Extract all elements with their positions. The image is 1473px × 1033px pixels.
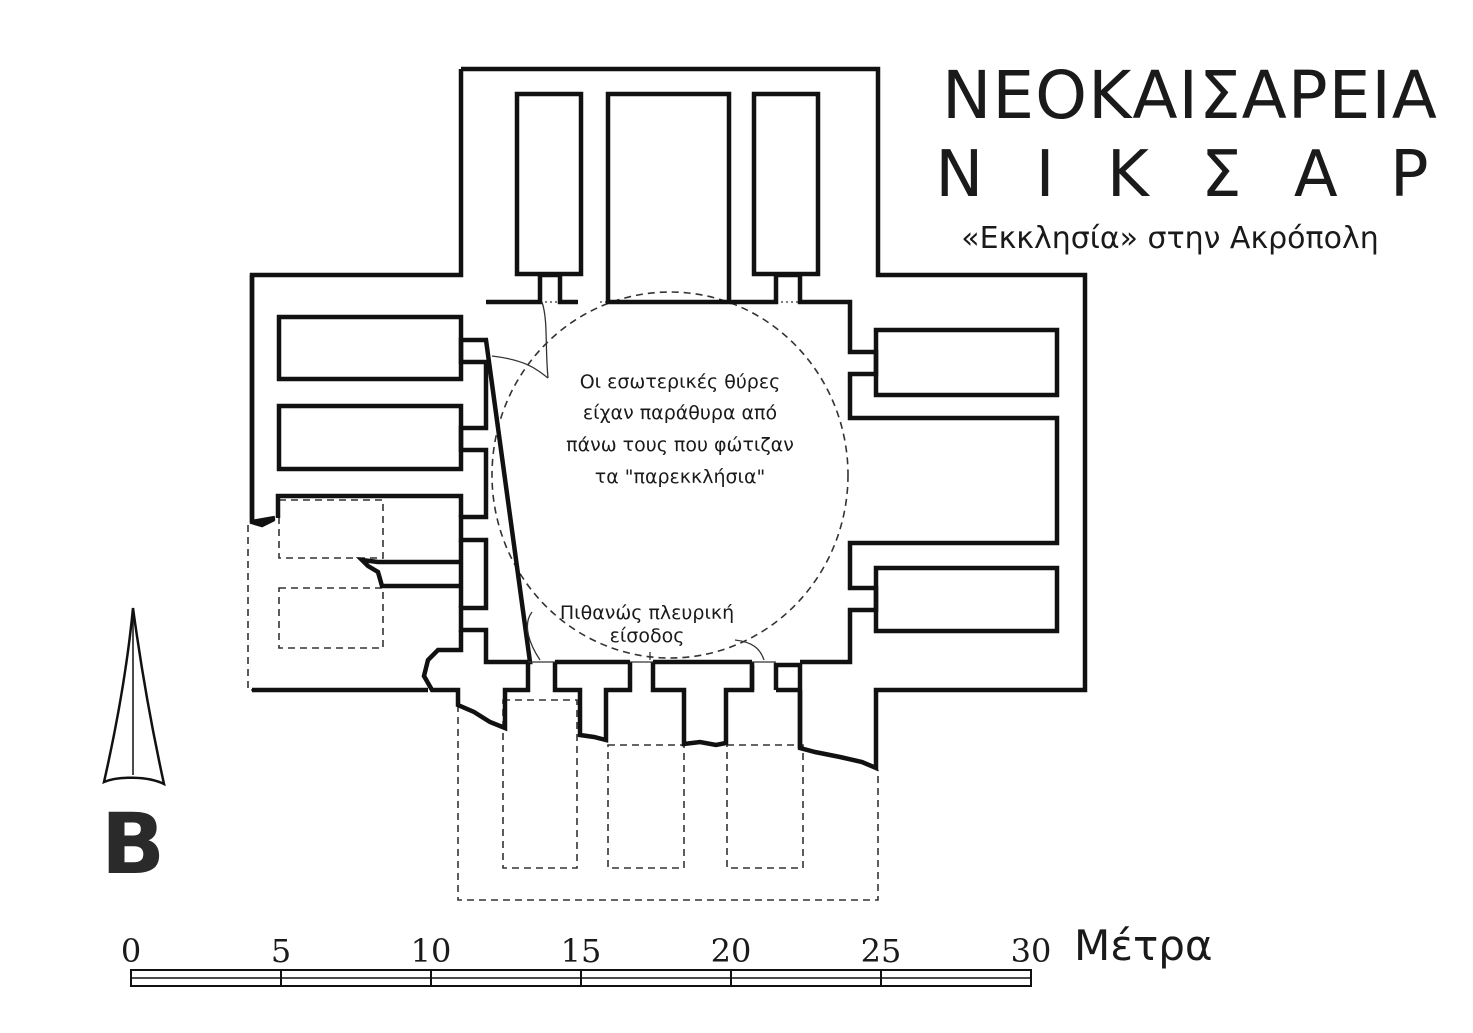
niche-top-right (751, 91, 821, 277)
niche-top-left (514, 91, 584, 277)
windows-note-line-4: τα "παρεκκλήσια" (595, 466, 765, 488)
scale-unit: Μέτρα (1074, 921, 1213, 970)
scale-bar (130, 969, 1032, 987)
dome-outline (491, 291, 849, 659)
niche-bottom-left (552, 662, 633, 743)
niche-left-1 (276, 314, 464, 382)
north-arrow-icon (102, 607, 166, 787)
annotation-leaders (491, 301, 765, 661)
scale-tick-10: 10 (411, 932, 452, 970)
entrance-note-line-1: Πιθανώς πλευρική (560, 602, 734, 624)
scale-tick-0: 0 (121, 932, 141, 970)
niche-left-2 (276, 403, 464, 472)
central-room (458, 272, 1060, 665)
niche-right-1 (873, 327, 1060, 398)
entrance-note-line-2: είσοδος (610, 625, 685, 647)
niche-top-center (605, 91, 732, 305)
entrance-note: Πιθανώς πλευρική είσοδος (560, 602, 734, 647)
windows-note: Οι εσωτερικές θύρες είχαν παράθυρα από π… (566, 371, 794, 488)
niche-right-2 (873, 565, 1060, 634)
windows-note-line-3: πάνω τους που φώτιζαν (566, 434, 794, 456)
north-label: B (101, 795, 165, 893)
scale-tick-30: 30 (1011, 932, 1052, 970)
reconstructed-walls (247, 499, 879, 901)
title-line-1: ΝΕΟΚΑΙΣΑΡΕΙΑ (942, 57, 1438, 134)
scale-tick-5: 5 (271, 932, 291, 970)
scale-tick-25: 25 (861, 932, 902, 970)
scale-tick-15: 15 (561, 932, 602, 970)
subtitle: «Εκκλησία» στην Ακρόπολη (961, 221, 1378, 256)
niche-left-3 (275, 493, 464, 518)
scale-tick-20: 20 (711, 932, 752, 970)
title-line-2: Ν Ι Κ Σ Α Ρ (935, 138, 1444, 212)
niche-bottom-center (650, 662, 755, 748)
windows-note-line-1: Οι εσωτερικές θύρες (580, 371, 781, 393)
niche-left-4 (355, 540, 464, 608)
windows-note-line-2: είχαν παράθυρα από (583, 402, 777, 424)
